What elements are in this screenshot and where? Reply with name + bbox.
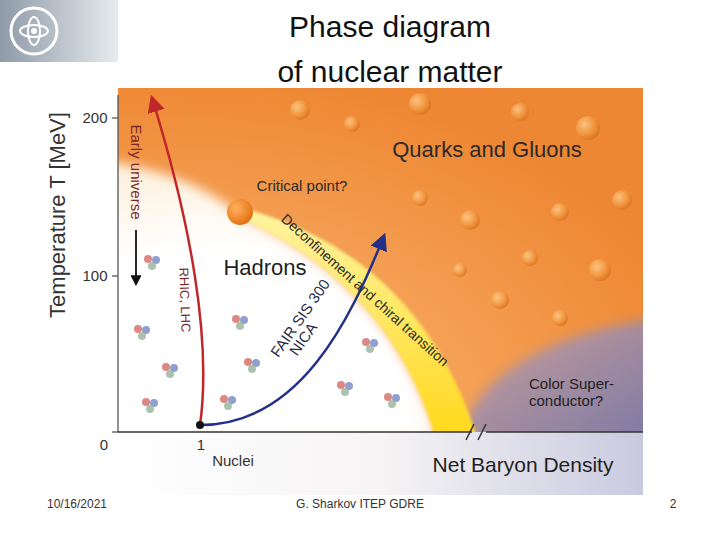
axis-title: Net Baryon Density [433, 453, 614, 477]
fair-nica-trajectory [200, 236, 384, 425]
footer-author: G. Sharkov ITEP GDRE [296, 498, 424, 512]
footer-date: 10/16/2021 [47, 498, 107, 512]
transition-band [240, 208, 478, 432]
region-label: Color Super- conductor? [529, 375, 647, 410]
slide-title: Phase diagram of nuclear matter [274, 4, 506, 94]
cooling-arrow [135, 230, 137, 284]
early-universe-trajectory [152, 98, 203, 425]
color-superconductor-region [462, 318, 643, 432]
tick-label: 200 [82, 109, 107, 126]
tick-label: 100 [82, 267, 107, 284]
critical-point [227, 199, 253, 225]
trajectory-label: Early universe [127, 124, 144, 219]
logo-banner [0, 0, 118, 62]
point-label: Critical point? [257, 177, 348, 194]
axis-note: Nuclei [212, 452, 254, 469]
axis-title: Temperature T [MeV] [45, 112, 70, 318]
region-label: Quarks and Gluons [392, 137, 582, 162]
page-number: 2 [670, 498, 677, 512]
tick-label: 0 [100, 436, 108, 453]
tick-label: 1 [197, 436, 205, 453]
nuclei-point [196, 421, 204, 429]
institute-logo [11, 8, 57, 54]
trajectory-label: RHIC, LHC [175, 267, 192, 332]
density-axis-strip [118, 432, 643, 495]
region-label: Hadrons [223, 255, 306, 280]
